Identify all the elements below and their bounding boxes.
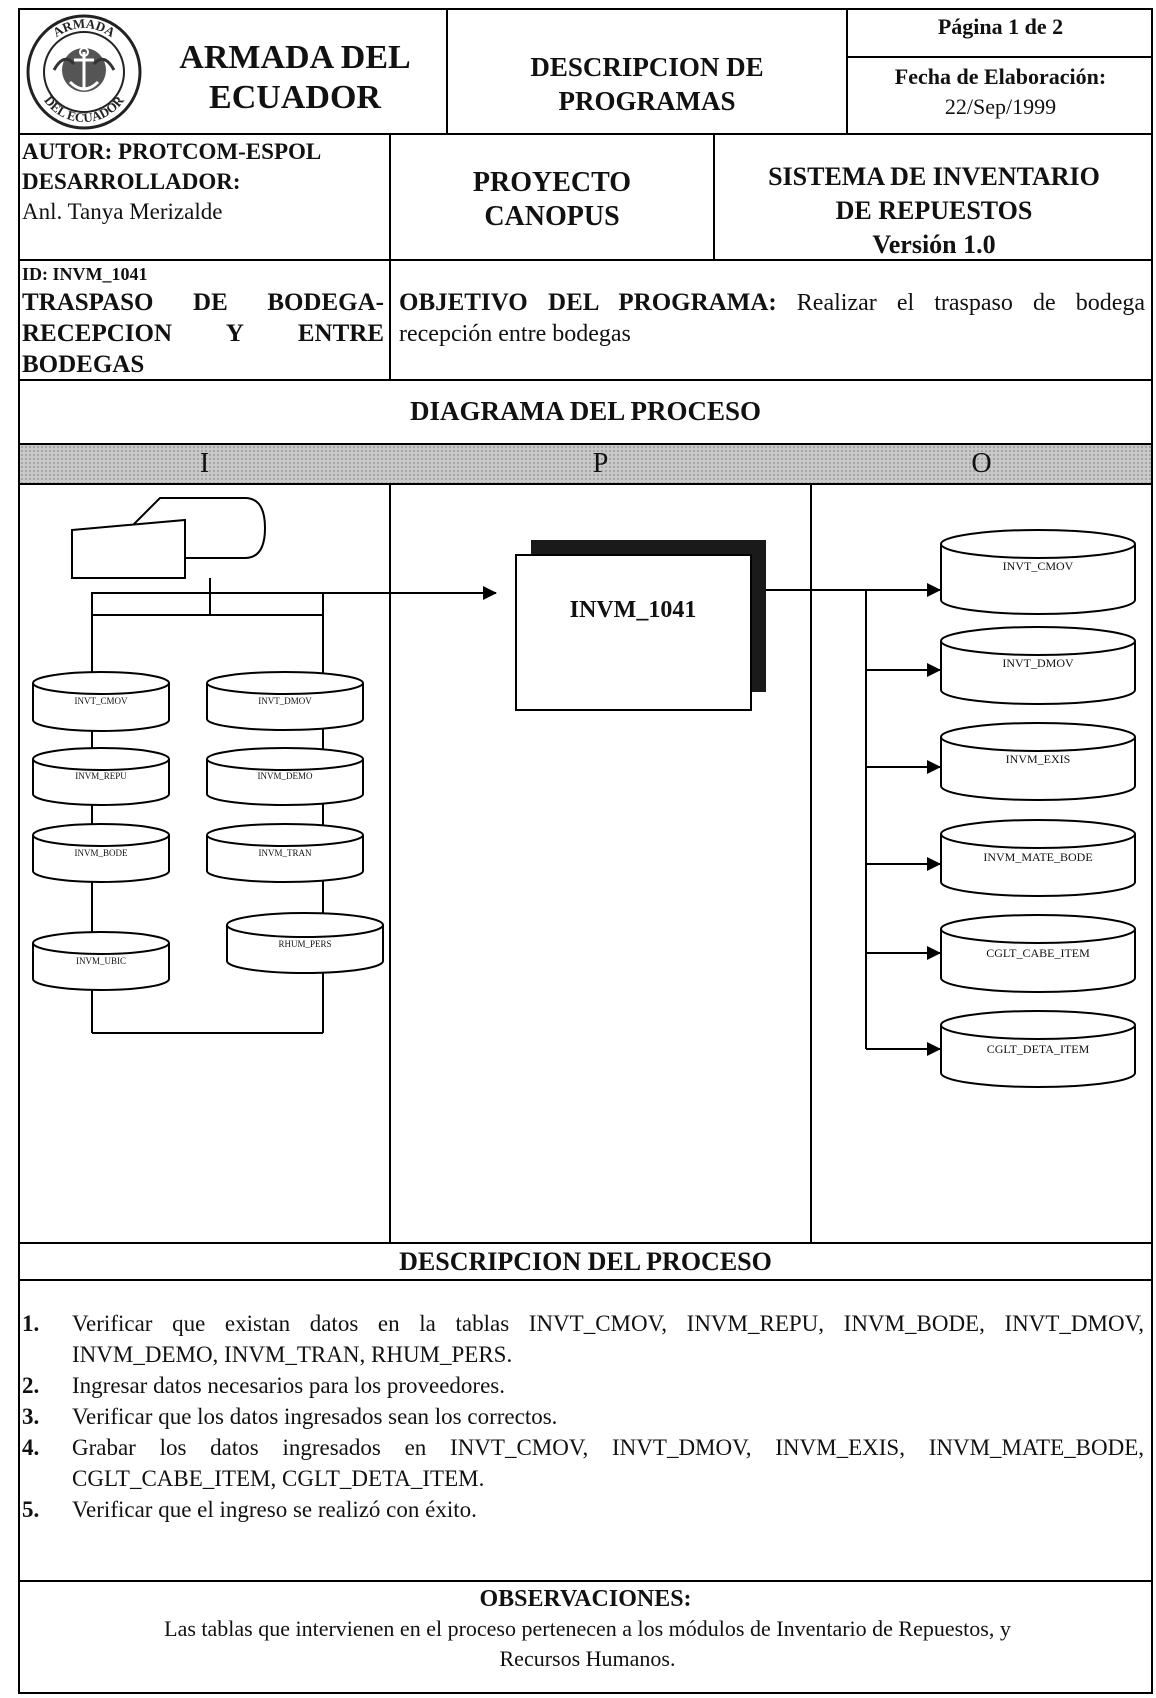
objective-text-1: Realizar el traspaso de bodega (796, 290, 1146, 316)
output-table-label: INVT_CMOV (1003, 559, 1074, 573)
input-table-label: INVM_TRAN (259, 848, 312, 858)
project-line-1: PROYECTO (472, 167, 632, 198)
column-i-label: I (199, 448, 210, 479)
document-frame (18, 8, 1153, 1694)
observations-text: Las tablas que intervienen en el proceso… (40, 1614, 1135, 1674)
objective-line-1: OBJETIVO DEL PROGRAMA: Realizar el trasp… (399, 287, 1145, 319)
rule-col-ip (389, 443, 391, 1244)
document-title: DESCRIPCION DE PROGRAMAS (448, 50, 846, 118)
input-table-label: INVM_REPU (75, 771, 127, 781)
step-text: Verificar que los datos ingresados sean … (72, 1404, 558, 1429)
description-step: 3. Verificar que los datos ingresados sea… (22, 1401, 1144, 1432)
objective-label: OBJETIVO DEL PROGRAMA: (399, 289, 777, 316)
process-name: INVM_1041 (570, 597, 697, 623)
organization-name: ARMADA DEL ECUADOR (150, 38, 440, 118)
step-text: Ingresar datos necesarios para los prove… (72, 1373, 505, 1398)
program-title: TRASPASO DE BODEGA- RECEPCION Y ENTRE BO… (22, 287, 384, 380)
step-number: 2. (22, 1373, 40, 1398)
observations-heading: OBSERVACIONES: (479, 1586, 692, 1612)
output-table-label: INVM_EXIS (1006, 752, 1071, 766)
input-table-label: INVM_UBIC (76, 956, 126, 966)
step-text: Grabar los datos ingresados en INVT_CMOV… (72, 1435, 1144, 1491)
program-id: ID: INVM_1041 (22, 264, 148, 284)
rule-diagram-heading-bottom (18, 443, 1153, 445)
description-step: 2. Ingresar datos necesarios para los pro… (22, 1370, 1144, 1401)
rule-diagram-bottom (18, 1242, 1153, 1244)
program-title-line-2: RECEPCION Y ENTRE (22, 320, 384, 347)
developer-name: Anl. Tanya Merizalde (22, 199, 223, 224)
step-text: Verificar que el ingreso se realizó con … (72, 1497, 477, 1522)
iop-header-bar (20, 445, 1151, 483)
rule-page-fecha (846, 56, 1153, 58)
rule-header-v1 (446, 8, 448, 135)
input-table-label: INVT_DMOV (258, 696, 312, 706)
rule-info-bottom (18, 259, 1153, 261)
program-title-line-1: TRASPASO DE BODEGA- (22, 289, 384, 316)
document-title-line-1: DESCRIPCION DE (530, 52, 764, 82)
rule-iop-bottom (18, 483, 1153, 485)
description-steps: 1. Verificar que existan datos en la tabl… (22, 1308, 1144, 1525)
rule-info-v1 (389, 133, 391, 381)
input-table-label: INVM_DEMO (258, 771, 313, 781)
column-o-label: O (971, 448, 992, 479)
step-number: 1. (22, 1311, 40, 1336)
column-p-label: P (592, 448, 609, 479)
author-block: AUTOR: PROTCOM-ESPOL DESARROLLADOR: Anl.… (22, 137, 384, 227)
system-version: Versión 1.0 (872, 230, 996, 259)
system-name: SISTEMA DE INVENTARIO DE REPUESTOS Versi… (715, 160, 1153, 262)
description-step: 4. Grabar los datos ingresados en INVT_CM… (22, 1432, 1144, 1494)
process-box (515, 554, 752, 711)
rule-desc-bottom (18, 1580, 1153, 1582)
input-table-label: RHUM_PERS (278, 939, 331, 949)
output-table-label: INVM_MATE_BODE (983, 850, 1092, 864)
fecha-elaboracion: Fecha de Elaboración: 22/Sep/1999 (848, 62, 1153, 122)
step-text: Verificar que existan datos en la tablas… (72, 1311, 1144, 1367)
rule-header-v2 (846, 8, 848, 135)
step-number: 5. (22, 1497, 40, 1522)
document-title-line-2: PROGRAMAS (558, 86, 736, 116)
input-screen-icon (71, 497, 267, 579)
fecha-label: Fecha de Elaboración: (894, 64, 1107, 89)
objective-text-2: recepción entre bodegas (399, 321, 631, 347)
fecha-value: 22/Sep/1999 (944, 94, 1057, 119)
description-heading: DESCRIPCION DEL PROCESO (399, 1247, 772, 1276)
step-number: 3. (22, 1404, 40, 1429)
organization-line-2: ECUADOR (209, 79, 381, 116)
output-table-label: CGLT_DETA_ITEM (987, 1042, 1090, 1056)
step-number: 4. (22, 1435, 40, 1460)
program-title-line-3: BODEGAS (22, 351, 145, 378)
description-step: 1. Verificar que existan datos en la tabl… (22, 1308, 1144, 1370)
output-table-label: INVT_DMOV (1002, 656, 1074, 670)
author-line: AUTOR: PROTCOM-ESPOL (22, 139, 322, 164)
organization-line-1: ARMADA DEL (179, 39, 411, 76)
project-line-2: CANOPUS (484, 201, 620, 232)
input-table-label: INVT_CMOV (75, 696, 128, 706)
project-name: PROYECTO CANOPUS (391, 166, 713, 234)
observations-line-2: Recursos Humanos. (499, 1646, 676, 1671)
diagram-heading: DIAGRAMA DEL PROCESO (409, 396, 762, 426)
program-objective: OBJETIVO DEL PROGRAMA: Realizar el trasp… (399, 287, 1145, 350)
page-number: Página 1 de 2 (937, 14, 1064, 39)
observations-line-1: Las tablas que intervienen en el proceso… (164, 1616, 1011, 1641)
rule-program-bottom (18, 379, 1153, 381)
output-table-label: CGLT_CABE_ITEM (986, 946, 1090, 960)
rule-desc-heading-bottom (18, 1279, 1153, 1281)
navy-seal-logo: ARMADA DEL ECUADOR (24, 12, 144, 132)
system-line-2: DE REPUESTOS (835, 196, 1033, 225)
rule-header-bottom (18, 133, 1153, 135)
input-table-label: INVM_BODE (75, 848, 129, 858)
system-line-1: SISTEMA DE INVENTARIO (768, 162, 1100, 191)
developer-label: DESARROLLADOR: (22, 169, 241, 194)
rule-col-po (810, 443, 812, 1244)
rule-info-v2 (713, 133, 715, 261)
description-step: 5. Verificar que el ingreso se realizó co… (22, 1494, 1144, 1525)
